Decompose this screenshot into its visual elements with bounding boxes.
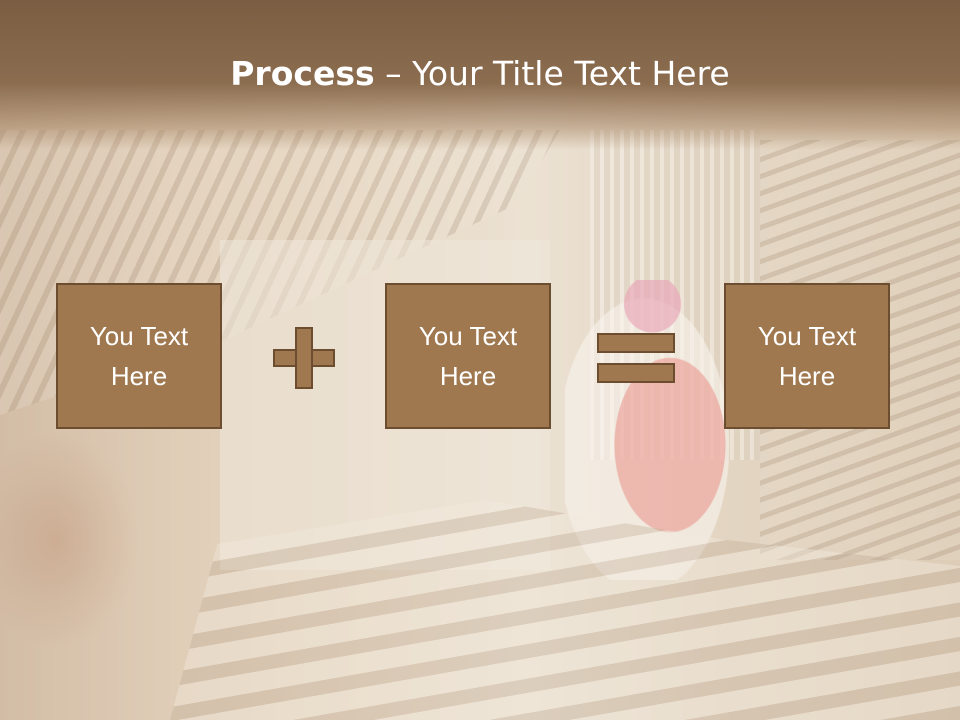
process-box-2-line1: You Text	[418, 321, 518, 351]
title-band	[0, 0, 960, 150]
process-box-3[interactable]: You Text Here	[724, 283, 890, 429]
process-box-2-line2: Here	[439, 361, 497, 391]
equals-icon	[597, 333, 675, 383]
process-box-3-line1: You Text	[757, 321, 857, 351]
title-rest: – Your Title Text Here	[374, 54, 730, 93]
background-dirt	[0, 430, 140, 650]
process-box-3-line2: Here	[778, 361, 836, 391]
process-box-1[interactable]: You Text Here	[56, 283, 222, 429]
slide-title: Process – Your Title Text Here	[0, 52, 960, 96]
title-bold: Process	[230, 54, 375, 93]
process-box-1-line2: Here	[110, 361, 168, 391]
background-person	[565, 280, 740, 580]
process-box-1-line1: You Text	[89, 321, 189, 351]
plus-icon	[273, 327, 335, 389]
process-box-2[interactable]: You Text Here	[385, 283, 551, 429]
